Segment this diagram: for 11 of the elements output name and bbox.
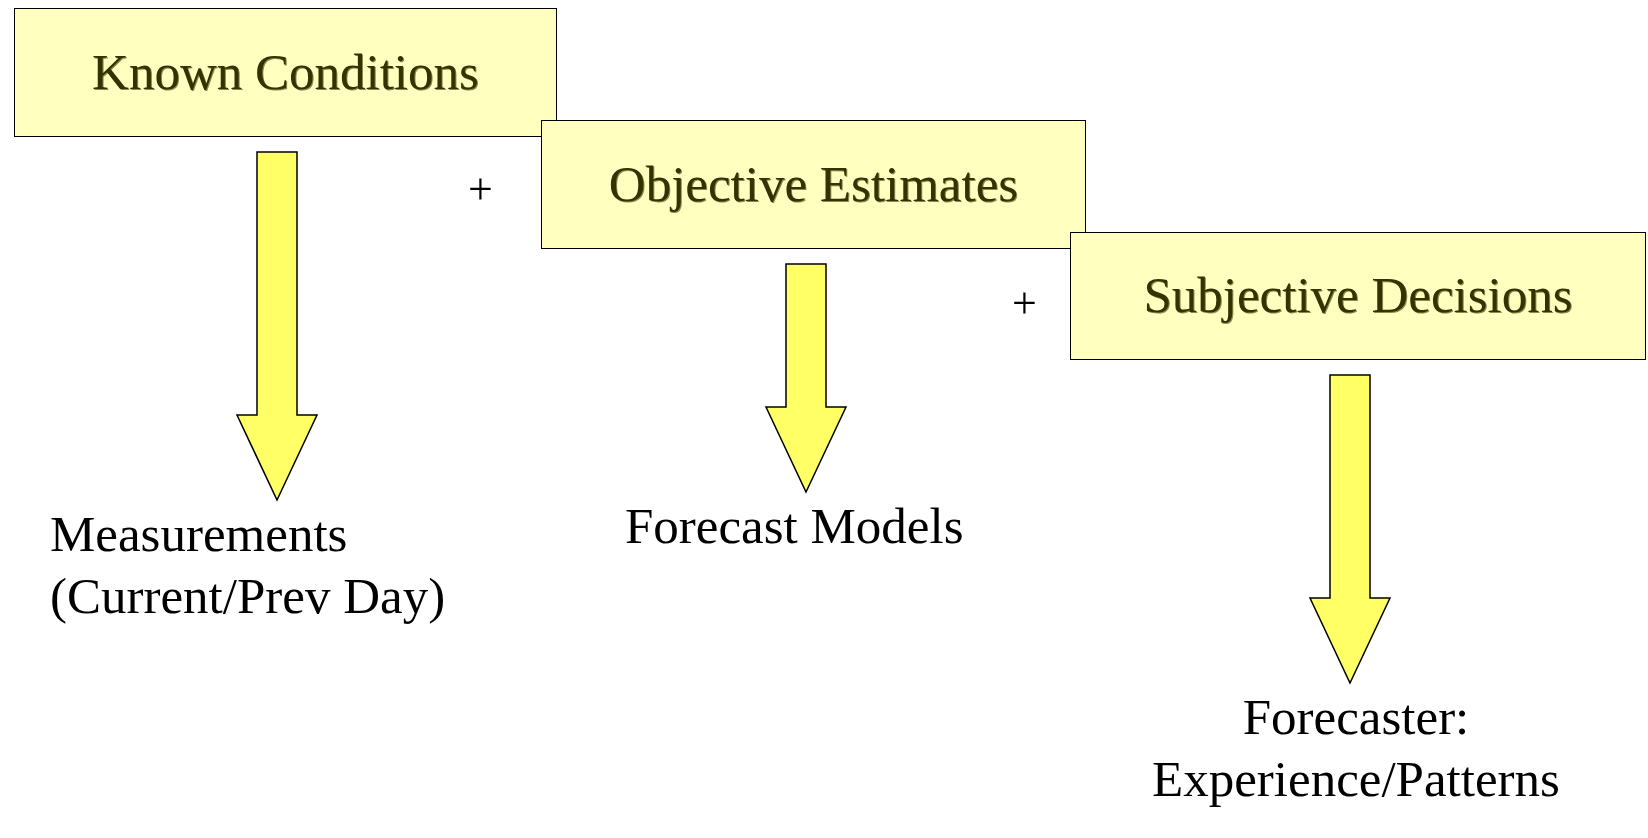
label-box: Subjective Decisions (1070, 232, 1646, 360)
label-box: Objective Estimates (541, 120, 1086, 249)
result-text: Forecast Models (625, 495, 1065, 558)
result-text: Forecaster: Experience/Patterns (1086, 686, 1626, 811)
plus-sign: + (468, 168, 493, 212)
block-arrow (235, 151, 319, 502)
label-box: Known Conditions (14, 8, 557, 137)
result-text: Measurements (Current/Prev Day) (50, 503, 590, 628)
block-arrow (764, 263, 848, 494)
plus-sign: + (1012, 282, 1037, 326)
block-arrow (1308, 374, 1392, 685)
